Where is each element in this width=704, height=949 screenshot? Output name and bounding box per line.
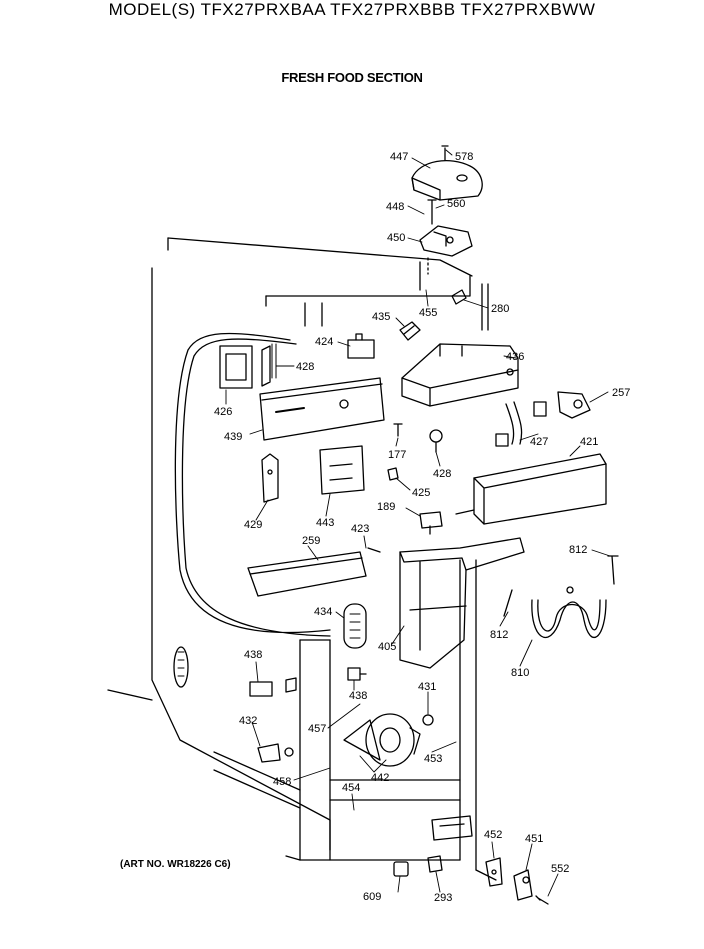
part-405-cover xyxy=(399,537,525,669)
part-436-air-duct xyxy=(401,343,519,407)
part-426-control xyxy=(219,345,271,389)
part-432-lamp xyxy=(257,743,294,763)
callout-438a: 438 xyxy=(244,649,262,661)
part-423-screw xyxy=(367,547,381,553)
callout-438b: 438 xyxy=(349,690,367,702)
callout-421: 421 xyxy=(580,436,598,448)
part-257-damper-motor xyxy=(557,391,591,419)
callout-560: 560 xyxy=(447,198,465,210)
callout-458: 458 xyxy=(273,776,291,788)
part-427-wiring xyxy=(495,401,547,447)
callout-428b: 428 xyxy=(433,468,451,480)
leader-lines xyxy=(225,149,611,897)
callout-609: 609 xyxy=(363,891,381,903)
part-293-grommet xyxy=(427,855,443,873)
callout-812b: 812 xyxy=(490,629,508,641)
callout-432: 432 xyxy=(239,715,257,727)
callout-810: 810 xyxy=(511,667,529,679)
callout-293: 293 xyxy=(434,892,452,904)
part-438-socket-left xyxy=(249,677,297,697)
section-title: FRESH FOOD SECTION xyxy=(281,70,423,85)
callout-259: 259 xyxy=(302,535,320,547)
callout-436: 436 xyxy=(506,351,524,363)
callout-439: 439 xyxy=(224,431,242,443)
part-425-clip xyxy=(387,467,399,481)
part-438-socket xyxy=(347,667,367,681)
part-578-screw xyxy=(441,145,449,161)
part-442-fan-motor xyxy=(343,713,421,767)
part-434-gasket xyxy=(343,603,367,649)
callout-189: 189 xyxy=(377,501,395,513)
part-812-rod-2 xyxy=(503,589,513,617)
callout-431: 431 xyxy=(418,681,436,693)
part-435-clip xyxy=(399,321,421,341)
callout-426: 426 xyxy=(214,406,232,418)
callout-257: 257 xyxy=(612,387,630,399)
hinge-frame xyxy=(431,815,473,841)
part-431-nut xyxy=(422,714,434,726)
callout-448: 448 xyxy=(386,201,404,213)
callout-280: 280 xyxy=(491,303,509,315)
part-552-screw xyxy=(535,895,549,905)
callout-457: 457 xyxy=(308,723,326,735)
art-number: (ART NO. WR18226 C6) xyxy=(120,859,231,870)
callout-425: 425 xyxy=(412,487,430,499)
callout-443: 443 xyxy=(316,517,334,529)
callout-578: 578 xyxy=(455,151,473,163)
callout-455: 455 xyxy=(419,307,437,319)
part-428-thermistor xyxy=(429,429,443,453)
callout-405: 405 xyxy=(378,641,396,653)
part-439-bracket xyxy=(259,377,385,441)
part-810-defrost-heater xyxy=(531,586,607,639)
callout-452: 452 xyxy=(484,829,502,841)
callout-429: 429 xyxy=(244,519,262,531)
cabinet-frame xyxy=(107,237,497,881)
part-421-duct xyxy=(455,453,607,525)
callout-labels: 578 447 448 560 450 280 455 435 424 428 … xyxy=(214,151,630,904)
model-numbers: MODEL(S) TFX27PRXBAA TFX27PRXBBB TFX27PR… xyxy=(108,0,596,19)
part-189-tee-fitting xyxy=(419,511,443,535)
callout-447: 447 xyxy=(390,151,408,163)
part-443-bracket xyxy=(319,445,365,495)
part-428-connector xyxy=(271,343,277,379)
callout-424: 424 xyxy=(315,336,333,348)
callout-552: 552 xyxy=(551,863,569,875)
callout-434: 434 xyxy=(314,606,332,618)
callout-450: 450 xyxy=(387,232,405,244)
part-429-clip xyxy=(261,453,279,503)
callout-451: 451 xyxy=(525,833,543,845)
callout-442: 442 xyxy=(371,772,389,784)
part-452-hinge xyxy=(485,857,503,887)
part-177-screw xyxy=(393,423,403,437)
callout-423: 423 xyxy=(351,523,369,535)
part-280 xyxy=(451,289,467,305)
callout-435: 435 xyxy=(372,311,390,323)
part-451-hinge-bracket xyxy=(513,869,533,901)
part-424-switch xyxy=(347,333,375,359)
part-448-450-thermostat-housing xyxy=(419,199,473,275)
callout-454: 454 xyxy=(342,782,360,794)
callout-428a: 428 xyxy=(296,361,314,373)
callout-453: 453 xyxy=(424,753,442,765)
wire-harness xyxy=(174,332,331,637)
callout-812a: 812 xyxy=(569,544,587,556)
callout-177: 177 xyxy=(388,449,406,461)
vent-grille xyxy=(173,646,189,688)
part-259-bracket xyxy=(247,551,367,597)
callout-427: 427 xyxy=(530,436,548,448)
part-812-rod xyxy=(607,555,619,585)
part-447-cover xyxy=(411,160,483,201)
part-609-clip xyxy=(393,861,409,877)
